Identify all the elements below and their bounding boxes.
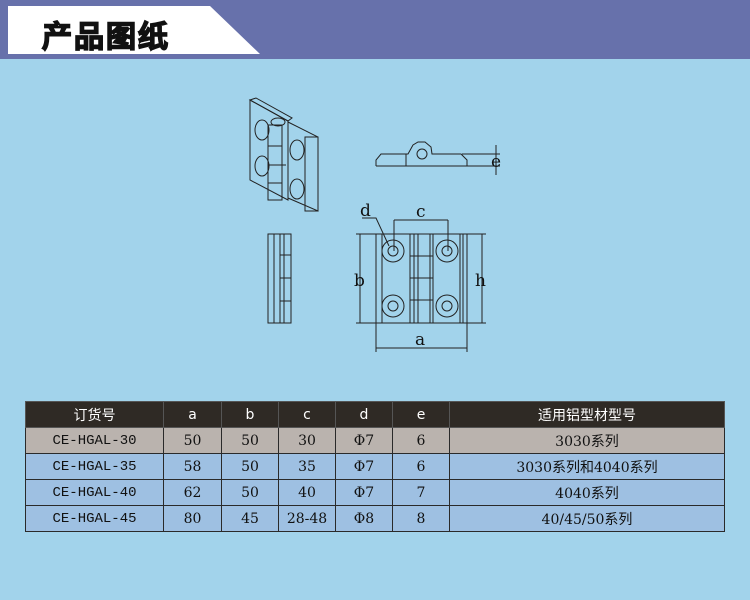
cell: 50 (221, 453, 279, 480)
table-row: CE-HGAL-30 50 50 30 Φ7 6 3030系列 (25, 427, 725, 454)
hinge-drawing: e b h a c d (248, 97, 501, 352)
cell: 8 (392, 505, 450, 532)
cell: CE-HGAL-40 (25, 479, 164, 506)
cell: 40 (278, 479, 336, 506)
cell: 3030系列 (449, 427, 725, 454)
cell: 80 (163, 505, 222, 532)
top-view: e (375, 141, 501, 175)
col-header: 适用铝型材型号 (449, 401, 725, 428)
dim-label-h: h (475, 271, 486, 291)
spec-table: 订货号 a b c d e 适用铝型材型号 CE-HGAL-30 50 50 3… (25, 401, 725, 532)
cell: 45 (221, 505, 279, 532)
cell: CE-HGAL-45 (25, 505, 164, 532)
cell: 3030系列和4040系列 (449, 453, 725, 480)
cell: CE-HGAL-30 (25, 427, 164, 454)
cell: CE-HGAL-35 (25, 453, 164, 480)
cell: 4040系列 (449, 479, 725, 506)
dim-label-e: e (491, 152, 501, 172)
cell: Φ8 (335, 505, 393, 532)
dim-label-a: a (415, 330, 425, 350)
cell: 35 (278, 453, 336, 480)
title-tab (8, 6, 260, 54)
page-title: 产品图纸 (41, 19, 170, 56)
table-row: CE-HGAL-35 58 50 35 Φ7 6 3030系列和4040系列 (25, 453, 725, 480)
cell: Φ7 (335, 453, 393, 480)
cell: 50 (163, 427, 222, 454)
dim-label-c: c (416, 202, 426, 222)
col-header: e (392, 401, 450, 428)
side-view (267, 233, 292, 324)
cell: 6 (392, 427, 450, 454)
dim-label-b: b (354, 271, 365, 291)
dim-label-d: d (360, 201, 371, 221)
table-header: 订货号 a b c d e 适用铝型材型号 (25, 401, 725, 428)
col-header: a (163, 401, 222, 428)
cell: 50 (221, 427, 279, 454)
front-view: b h a c d (354, 201, 486, 352)
col-header: b (221, 401, 279, 428)
cell: 50 (221, 479, 279, 506)
table-row: CE-HGAL-45 80 45 28-48 Φ8 8 40/45/50系列 (25, 505, 725, 532)
cell: Φ7 (335, 479, 393, 506)
cell: 40/45/50系列 (449, 505, 725, 532)
col-header: 订货号 (25, 401, 164, 428)
cell: 6 (392, 453, 450, 480)
cell: 7 (392, 479, 450, 506)
cell: 30 (278, 427, 336, 454)
col-header: c (278, 401, 336, 428)
cell: Φ7 (335, 427, 393, 454)
isometric-view (248, 97, 319, 212)
cell: 28-48 (278, 505, 336, 532)
col-header: d (335, 401, 393, 428)
table-row: CE-HGAL-40 62 50 40 Φ7 7 4040系列 (25, 479, 725, 506)
cell: 62 (163, 479, 222, 506)
cell: 58 (163, 453, 222, 480)
